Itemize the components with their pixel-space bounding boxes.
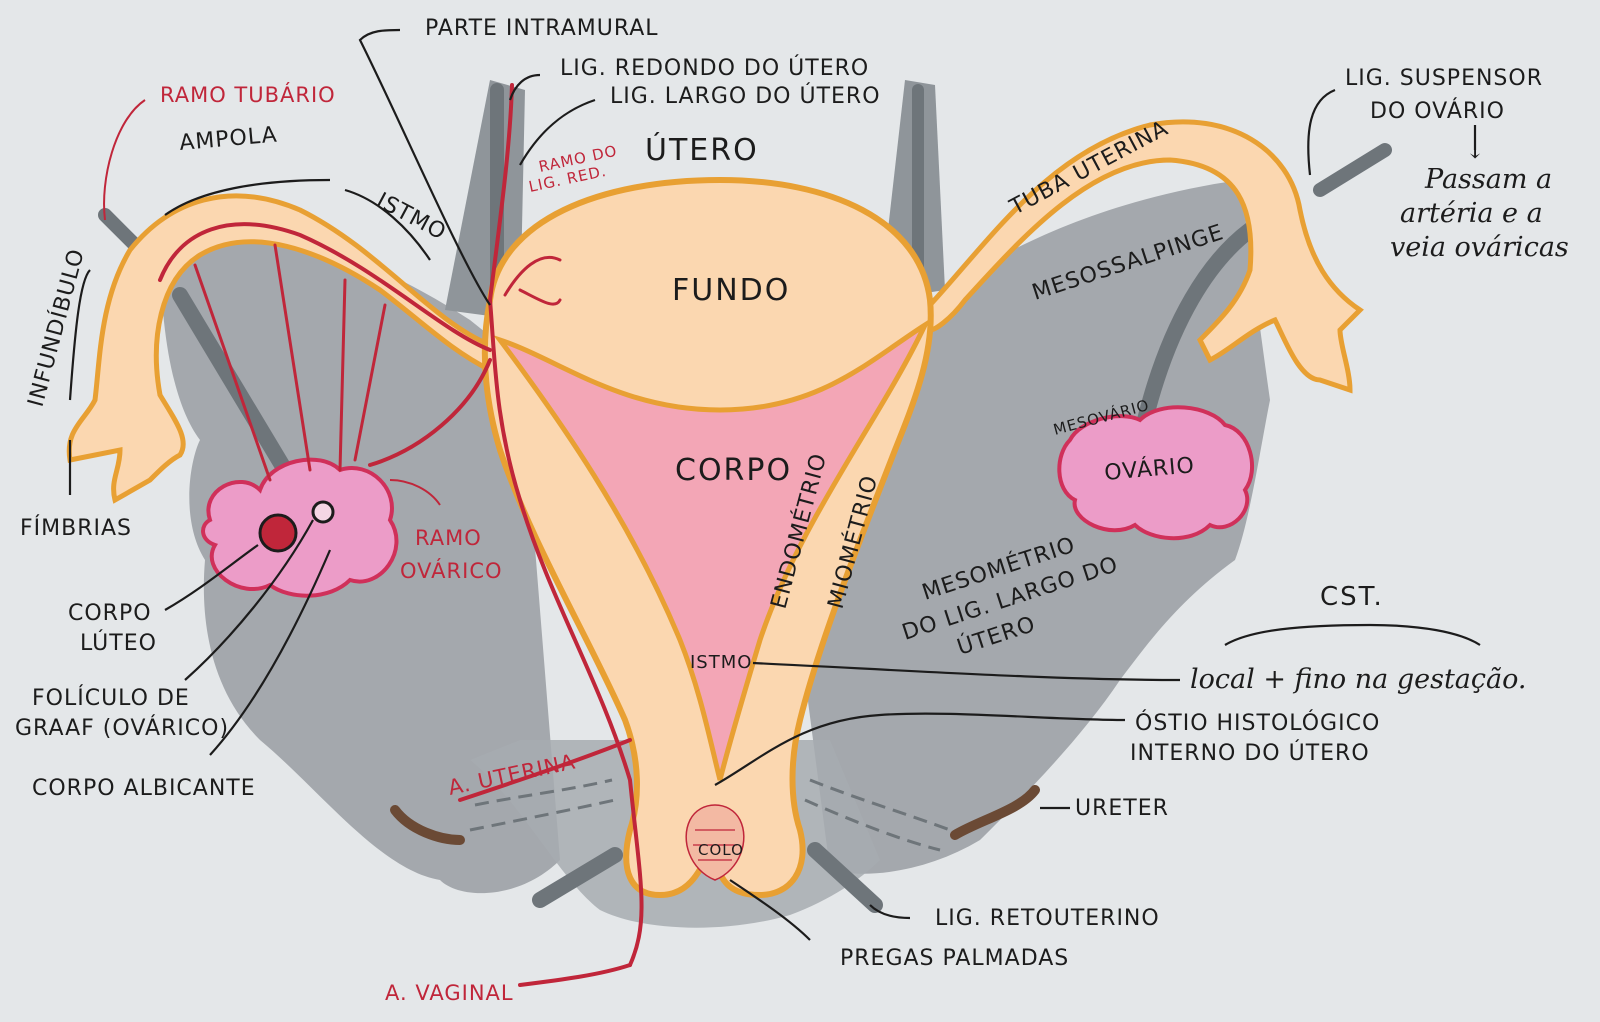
label-ramo-tubario: RAMO TUBÁRIO — [160, 82, 336, 107]
label-istmo-utero: ISTMO — [690, 652, 752, 673]
label-ramo-ovarico-2: OVÁRICO — [400, 558, 503, 583]
label-corpo-luteo-1: CORPO — [68, 601, 152, 626]
corpus-luteum — [260, 515, 296, 551]
note-line-1: Passam a — [1424, 164, 1552, 195]
label-cst: CST. — [1320, 582, 1384, 612]
label-colo: COLO — [698, 841, 744, 859]
note-line-2: artéria e a — [1400, 198, 1543, 229]
label-lig-redondo: LIG. REDONDO DO ÚTERO — [560, 55, 869, 81]
label-lig-suspensor-2: DO OVÁRIO — [1370, 98, 1505, 124]
label-corpo-luteo-2: LÚTEO — [80, 630, 157, 656]
label-ureter: URETER — [1075, 796, 1169, 821]
label-foliculo-1: FOLÍCULO DE — [32, 685, 190, 711]
note-arrow: ↓ — [1465, 136, 1485, 164]
label-ostio-1: ÓSTIO HISTOLÓGICO — [1135, 710, 1380, 736]
label-utero: ÚTERO — [645, 131, 759, 168]
note-line-3: veia ováricas — [1390, 232, 1569, 263]
label-foliculo-2: GRAAF (OVÁRICO) — [15, 715, 229, 741]
label-ampola: AMPOLA — [178, 122, 278, 155]
label-lig-largo: LIG. LARGO DO ÚTERO — [610, 83, 881, 109]
note-istmo: local + fino na gestação. — [1190, 664, 1527, 695]
label-lig-suspensor-1: LIG. SUSPENSOR — [1345, 66, 1543, 91]
label-a-vaginal: A. VAGINAL — [385, 981, 514, 1005]
label-corpo: CORPO — [675, 453, 792, 488]
label-ostio-2: INTERNO DO ÚTERO — [1130, 740, 1370, 766]
label-fimbrias: FÍMBRIAS — [20, 515, 132, 541]
graafian-follicle — [313, 502, 333, 522]
label-infundibulo: INFUNDÍBULO — [23, 246, 90, 410]
label-lig-retouterino: LIG. RETOUTERINO — [935, 906, 1160, 931]
label-corpo-albicante: CORPO ALBICANTE — [32, 776, 256, 801]
label-fundo: FUNDO — [672, 273, 790, 308]
label-ramo-ovarico-1: RAMO — [415, 526, 482, 550]
label-parte-intramural: PARTE INTRAMURAL — [425, 16, 659, 41]
label-pregas-palmadas: PREGAS PALMADAS — [840, 946, 1069, 971]
